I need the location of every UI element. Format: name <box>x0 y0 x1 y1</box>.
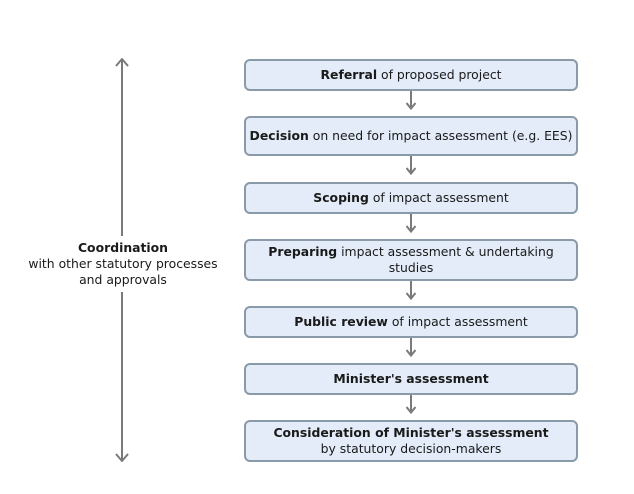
step-referral-rest: of proposed project <box>377 67 502 82</box>
step-decision-text: Decision on need for impact assessment (… <box>250 128 573 144</box>
step-scoping-bold: Scoping <box>313 190 369 205</box>
down-arrow-icon <box>406 91 416 111</box>
coordination-label: Coordination with other statutory proces… <box>0 236 246 292</box>
step-preparing-text: Preparing impact assessment & undertakin… <box>268 244 553 260</box>
step-ministers-assessment-text: Minister's assessment <box>333 371 488 387</box>
step-consideration-line-2: by statutory decision-makers <box>320 441 502 456</box>
step-decision-bold: Decision <box>249 128 309 143</box>
down-arrow-icon <box>406 281 416 301</box>
step-public-review-bold: Public review <box>294 314 388 329</box>
step-referral-bold: Referral <box>320 67 378 82</box>
step-decision: Decision on need for impact assessment (… <box>244 116 578 156</box>
step-public-review: Public review of impact assessment <box>244 306 578 338</box>
step-decision-rest: on need for impact assessment (e.g. EES) <box>308 128 573 143</box>
step-consideration: Consideration of Minister's assessment b… <box>244 420 578 462</box>
coordination-line-2: and approvals <box>79 272 167 287</box>
step-ministers-assessment-bold: Minister's assessment <box>333 371 489 386</box>
down-arrow-icon <box>406 156 416 176</box>
step-scoping-text: Scoping of impact assessment <box>313 190 508 206</box>
step-preparing-line-2: studies <box>388 260 434 275</box>
step-referral: Referral of proposed project <box>244 59 578 91</box>
step-public-review-rest: of impact assessment <box>387 314 528 329</box>
step-consideration-bold: Consideration of Minister's assessment <box>273 425 549 440</box>
down-arrow-icon <box>406 214 416 234</box>
step-preparing-bold: Preparing <box>268 244 338 259</box>
step-referral-text: Referral of proposed project <box>321 67 502 83</box>
step-preparing: Preparing impact assessment & undertakin… <box>244 239 578 281</box>
coordination-line-1: with other statutory processes <box>28 256 218 271</box>
step-public-review-text: Public review of impact assessment <box>294 314 527 330</box>
coordination-title: Coordination <box>77 240 169 255</box>
step-preparing-rest: impact assessment & undertaking <box>337 244 554 259</box>
down-arrow-icon <box>406 338 416 358</box>
step-consideration-text: Consideration of Minister's assessment <box>273 425 548 441</box>
step-scoping-rest: of impact assessment <box>368 190 509 205</box>
step-scoping: Scoping of impact assessment <box>244 182 578 214</box>
down-arrow-icon <box>406 395 416 415</box>
step-ministers-assessment: Minister's assessment <box>244 363 578 395</box>
